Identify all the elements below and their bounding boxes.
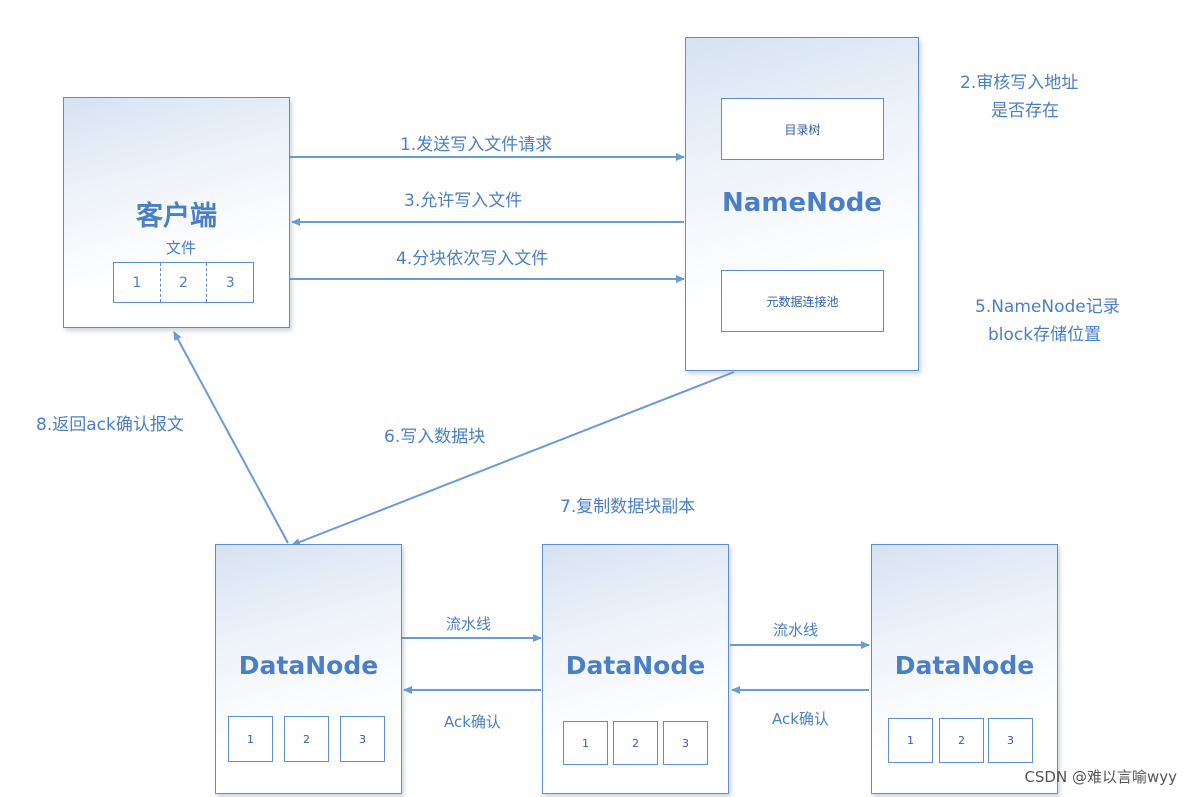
step-2-label-line2: 是否存在 (991, 101, 1059, 121)
data-block: 2 (939, 718, 984, 763)
client-file-label: 文件 (165, 239, 196, 257)
data-block: 1 (563, 721, 608, 765)
file-block: 3 (206, 263, 253, 302)
step-2-label-line1: 2.审核写入地址 (960, 73, 1079, 93)
watermark-text: CSDN @难以言喻wyy (1024, 768, 1177, 786)
step-1-label: 1.发送写入文件请求 (400, 135, 553, 155)
step-5-label-line2: block存储位置 (988, 325, 1102, 345)
metadata-pool-box: 元数据连接池 (721, 270, 884, 332)
step-6-label: 6.写入数据块 (384, 427, 486, 447)
pipeline-label: 流水线 (446, 615, 492, 633)
file-block: 1 (132, 274, 142, 291)
step-3-label: 3.允许写入文件 (404, 191, 523, 211)
file-block: 2 (159, 263, 207, 302)
directory-tree-box: 目录树 (721, 98, 884, 160)
data-block: 2 (284, 716, 329, 762)
data-block: 3 (988, 718, 1033, 763)
step-5-label-line1: 5.NameNode记录 (975, 297, 1120, 317)
data-block: 1 (228, 716, 273, 762)
ack-label: Ack确认 (444, 713, 501, 731)
datanode-title: DataNode (894, 651, 1035, 680)
namenode-title: NameNode (722, 188, 882, 218)
data-block: 3 (663, 721, 708, 765)
pipeline-label: 流水线 (773, 621, 819, 639)
data-block: 2 (613, 721, 658, 765)
step-8-label: 8.返回ack确认报文 (36, 415, 184, 435)
arrow-write-block (291, 371, 735, 546)
datanode-title: DataNode (565, 651, 706, 680)
data-block: 1 (888, 718, 933, 763)
client-file-blocks: 1 2 3 (113, 262, 254, 303)
client-title: 客户端 (136, 201, 217, 232)
step-7-label: 7.复制数据块副本 (560, 497, 696, 517)
datanode-title: DataNode (238, 651, 379, 680)
ack-label: Ack确认 (772, 710, 829, 728)
arrow-return-ack (173, 331, 289, 544)
step-4-label: 4.分块依次写入文件 (396, 249, 549, 269)
data-block: 3 (340, 716, 385, 762)
